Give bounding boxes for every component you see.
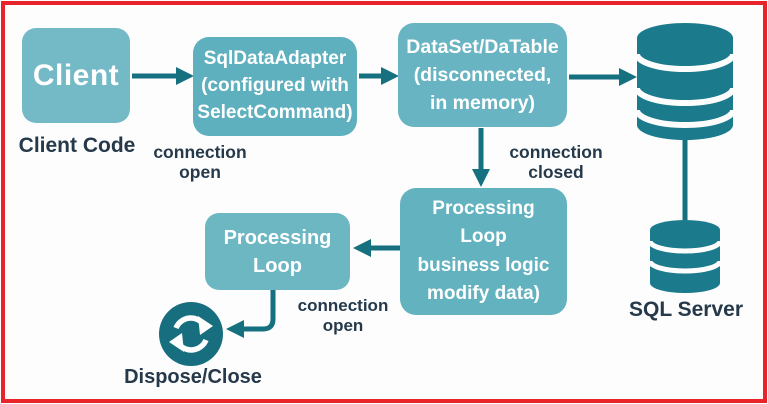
arrow-adapter-to-dataset <box>359 67 399 85</box>
arrow-processing-to-loop <box>353 239 400 257</box>
arrow-loop-to-dispose <box>226 290 276 338</box>
connection-closed-label: connection closed <box>509 142 603 183</box>
sql-server-label: SQL Server <box>628 298 743 321</box>
processing-loop-main-node: Processing Loop business logic modify da… <box>400 188 567 315</box>
sqldataadapter-node: SqlDataAdapter (configured with SelectCo… <box>193 37 357 136</box>
connection-open-label-bottom: connection open <box>297 296 389 335</box>
database-icon <box>634 23 736 140</box>
client-code-label: Client Code <box>18 134 136 157</box>
processing-loop-node: Processing Loop <box>205 213 350 290</box>
database-icon-small <box>647 220 723 293</box>
dispose-close-label: Dispose/Close <box>124 366 262 388</box>
connection-open-label-top: connection open <box>153 142 247 183</box>
client-node: Client <box>22 28 130 123</box>
arrow-client-to-adapter <box>132 67 194 85</box>
dataset-node: DataSet/DaTable (disconnected, in memory… <box>398 23 567 127</box>
sync-icon <box>159 302 223 366</box>
arrow-dataset-to-database <box>569 68 637 86</box>
arrow-dataset-to-processing <box>472 128 490 187</box>
